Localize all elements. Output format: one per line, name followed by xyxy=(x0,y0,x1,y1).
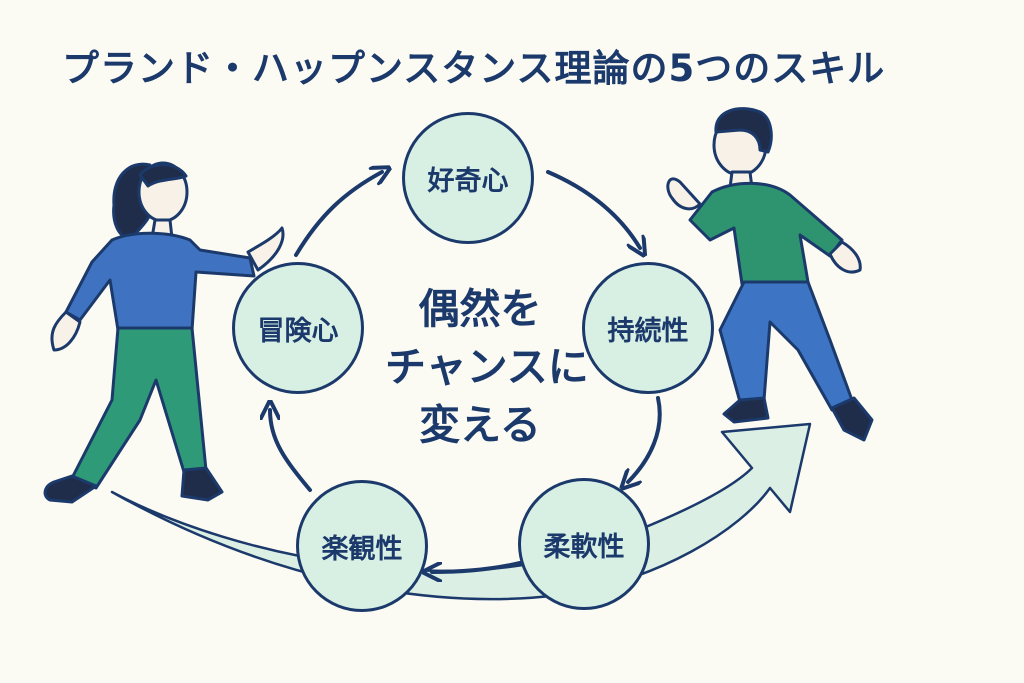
center-line-3: 変える xyxy=(419,401,541,449)
arrow-flexibility-to-optimism xyxy=(432,561,522,572)
center-message: 偶然を チャンスに 変える xyxy=(385,280,589,454)
skill-node-adventure: 冒険心 xyxy=(232,262,364,394)
diagram-title: プランド・ハップンスタンス理論の5つのスキル xyxy=(62,47,886,90)
arrow-curiosity-to-persistence xyxy=(546,170,640,248)
skill-node-flexibility: 柔軟性 xyxy=(518,478,650,610)
man-figure xyxy=(666,107,874,442)
skill-node-optimism: 楽観性 xyxy=(296,480,428,612)
woman-figure xyxy=(43,161,285,504)
center-line-1: 偶然を xyxy=(418,285,542,333)
skill-node-curiosity: 好奇心 xyxy=(402,112,534,244)
arrow-optimism-to-adventure xyxy=(270,410,312,492)
skill-node-persistence: 持続性 xyxy=(582,262,714,394)
center-line-2: チャンスに xyxy=(385,343,589,391)
arrow-persistence-to-flexibility xyxy=(628,396,662,482)
arrow-adventure-to-curiosity xyxy=(294,172,382,257)
cycle-arrows xyxy=(270,170,662,572)
